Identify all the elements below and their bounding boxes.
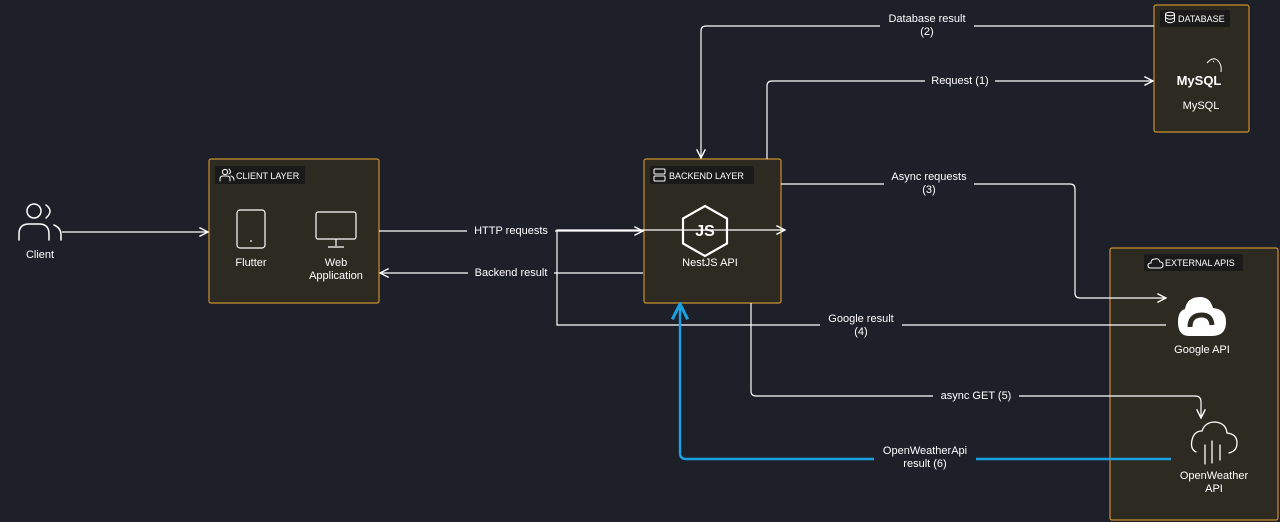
database-title: DATABASE: [1178, 14, 1225, 24]
users-icon: [18, 203, 62, 241]
edge-label-async-get: async GET (5): [933, 388, 1019, 403]
edge-async-requests-3[interactable]: [781, 183, 1166, 298]
google-result-text: Google result: [828, 313, 893, 325]
mysql-label: MySQL: [1183, 100, 1220, 112]
monitor-icon: [315, 211, 357, 248]
edge-label-http-requests: HTTP requests: [467, 223, 555, 238]
google-cloud-icon: [1178, 297, 1226, 336]
openweather-api-label-line2: API: [1205, 483, 1223, 495]
cloud-icon: [1147, 258, 1164, 269]
web-application-node[interactable]: Web Application: [309, 211, 363, 282]
client-layer-header: CLIENT LAYER: [215, 166, 305, 184]
database-box[interactable]: [1153, 4, 1250, 133]
edge-label-request: Request (1): [925, 73, 995, 88]
flutter-label: Flutter: [235, 257, 267, 269]
edge-label-backend-result: Backend result: [468, 265, 554, 280]
mysql-logo-text: MySQL: [1177, 73, 1222, 88]
edge-database-result-2[interactable]: [701, 25, 1154, 158]
openweather-api-node[interactable]: OpenWeather API: [1180, 421, 1249, 495]
async-requests-text: Async requests: [891, 171, 967, 183]
flutter-node[interactable]: Flutter: [235, 209, 267, 269]
backend-layer-title: BACKEND LAYER: [669, 171, 744, 181]
database-result-number: (2): [920, 26, 933, 38]
async-requests-number: (3): [922, 184, 935, 196]
rain-cloud-icon: [1190, 421, 1238, 465]
edge-label-google-result: Google result (4): [820, 312, 902, 339]
web-application-label-line1: Web: [325, 257, 347, 269]
edge-request-1[interactable]: [766, 81, 1153, 159]
backend-result-text: Backend result: [475, 267, 548, 279]
mysql-node[interactable]: MySQL MySQL: [1177, 58, 1222, 112]
svg-text:JS: JS: [695, 223, 715, 240]
google-result-number: (4): [854, 326, 867, 338]
database-result-text: Database result: [888, 13, 965, 25]
http-requests-text: HTTP requests: [474, 225, 548, 237]
mobile-phone-icon: [236, 209, 266, 249]
nodejs-hexagon-icon: JS: [681, 204, 729, 258]
external-apis-title: EXTERNAL APIS: [1165, 258, 1235, 268]
edge-label-database-result: Database result (2): [880, 11, 974, 39]
client-layer-title: CLIENT LAYER: [236, 171, 300, 181]
openweather-api-label-line1: OpenWeather: [1180, 470, 1249, 482]
server-icon: [653, 168, 666, 182]
async-get-text: async GET (5): [941, 390, 1012, 402]
external-apis-header: EXTERNAL APIS: [1144, 254, 1243, 271]
database-header: DATABASE: [1160, 10, 1230, 27]
openweather-result-text: OpenWeatherApi: [883, 445, 967, 457]
database-icon: [1165, 11, 1175, 24]
users-icon: [219, 168, 235, 182]
client-label: Client: [26, 249, 54, 261]
google-api-node[interactable]: Google API: [1174, 297, 1230, 356]
openweather-result-number: result (6): [903, 458, 946, 470]
edge-label-openweather-result: OpenWeatherApi result (6): [874, 443, 976, 471]
nestjs-api-label: NestJS API: [682, 257, 738, 269]
nestjs-api-node[interactable]: JS NestJS API: [681, 204, 738, 269]
google-api-label: Google API: [1174, 344, 1230, 356]
request-text: Request (1): [931, 75, 988, 87]
edge-label-async-requests: Async requests (3): [884, 170, 974, 196]
client-node[interactable]: Client: [18, 203, 62, 261]
external-apis-box[interactable]: [1109, 247, 1279, 521]
mysql-logo-icon: MySQL: [1177, 58, 1222, 88]
backend-layer-header: BACKEND LAYER: [650, 166, 754, 184]
web-application-label-line2: Application: [309, 270, 363, 282]
edge-openweather-result-6[interactable]: [680, 304, 1171, 461]
